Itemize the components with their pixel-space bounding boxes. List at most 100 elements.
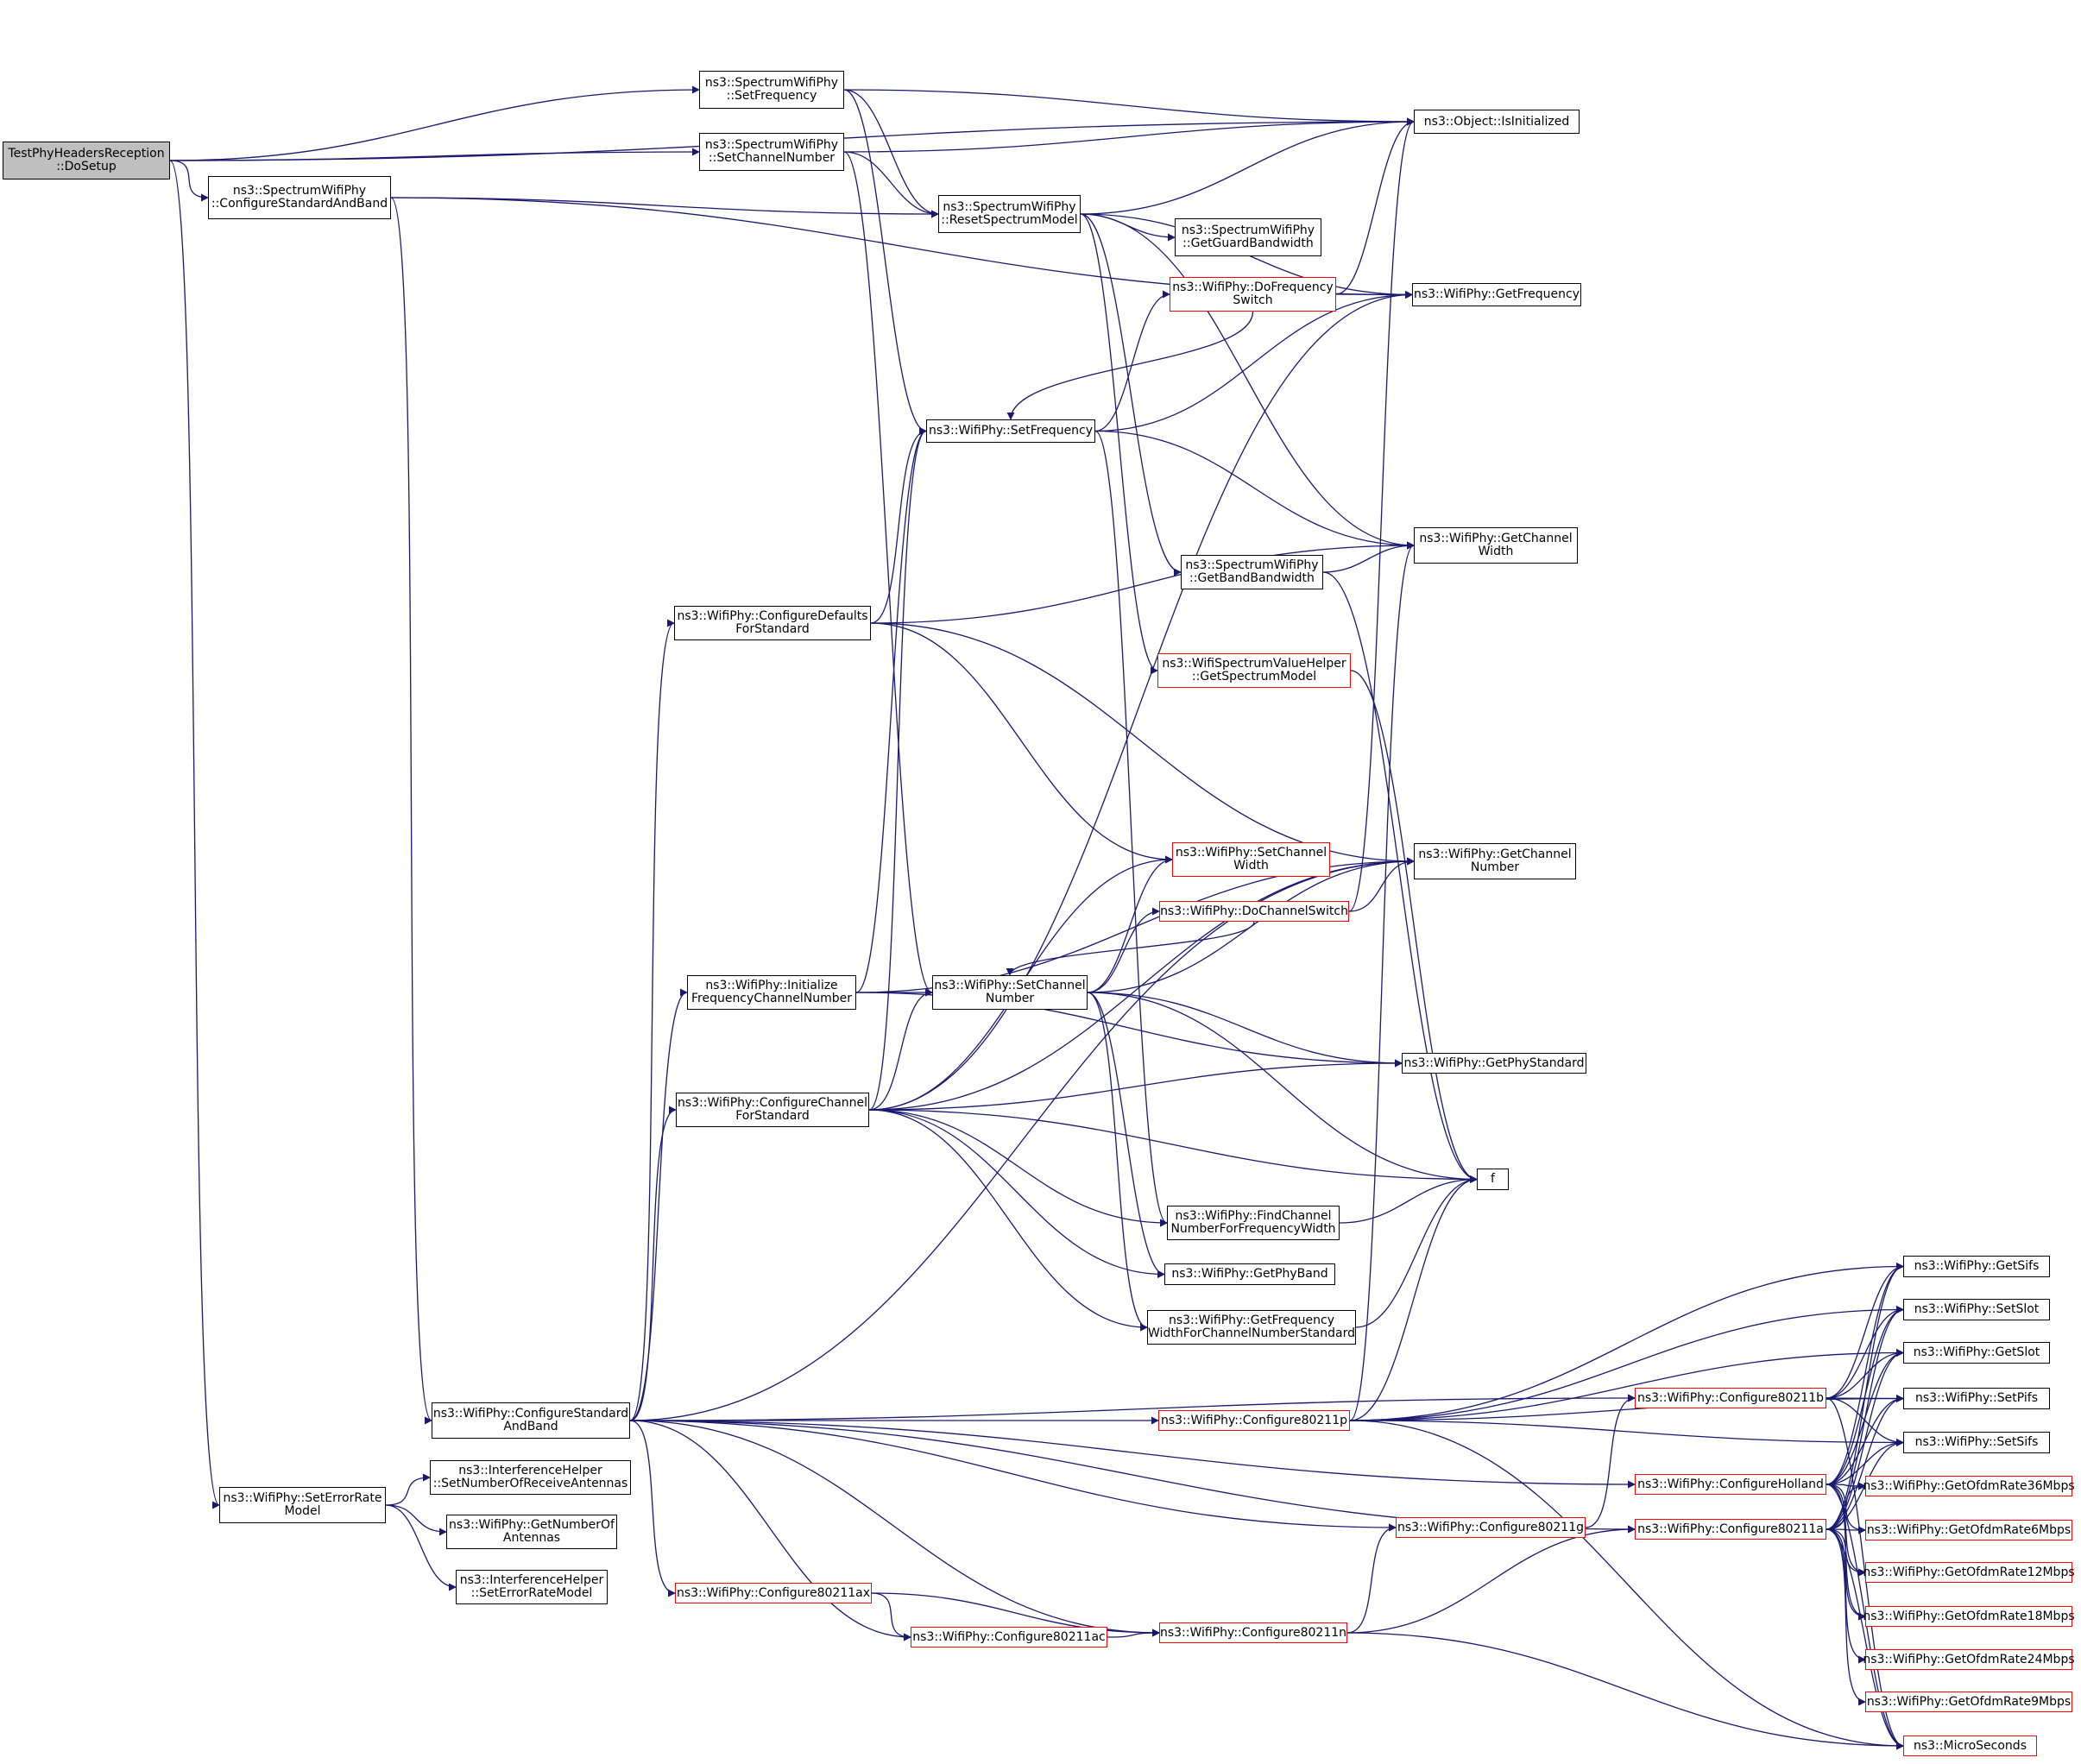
call-edge-wp-cfg80211b-to-wp-getsifs bbox=[1826, 1263, 1904, 1399]
call-edge-sw-setfreq-to-wp-setfreq bbox=[843, 89, 927, 435]
graph-node-label: ns3::WifiPhy::SetSifs bbox=[1915, 1436, 2039, 1449]
graph-node-wp-setslot[interactable]: ns3::WifiPhy::SetSlot bbox=[1903, 1299, 2050, 1320]
call-edge-wp-cfg80211n-to-wp-cfg80211a bbox=[1346, 1525, 1636, 1634]
call-edge-wp-initfreqch-to-wp-setfreq bbox=[855, 427, 927, 993]
graph-node-label-line: ns3::WifiPhy::GetOfdmRate36Mbps bbox=[1863, 1478, 2075, 1493]
graph-node-label: ns3::WifiPhy::Configure80211g bbox=[1397, 1521, 1584, 1534]
graph-node-ofdm24[interactable]: ns3::WifiPhy::GetOfdmRate24Mbps bbox=[1863, 1649, 2075, 1670]
graph-node-wp-getphyband[interactable]: ns3::WifiPhy::GetPhyBand bbox=[1164, 1263, 1335, 1285]
graph-node-sw-resetsm[interactable]: ns3::SpectrumWifiPhy::ResetSpectrumModel bbox=[938, 195, 1081, 233]
graph-node-label-line: ns3::WifiPhy::ConfigureDefaults bbox=[677, 609, 868, 623]
graph-node-label: f bbox=[1491, 1173, 1495, 1186]
call-edge-wp-cfgdefaults-to-wp-setchwidth bbox=[870, 622, 1173, 864]
graph-node-wp-cfg80211p[interactable]: ns3::WifiPhy::Configure80211p bbox=[1158, 1410, 1350, 1431]
graph-node-wp-cfg80211ac[interactable]: ns3::WifiPhy::Configure80211ac bbox=[911, 1627, 1107, 1647]
call-edge-wp-cfg80211ac-to-wp-cfg80211n bbox=[1107, 1629, 1160, 1638]
graph-node-wp-cfgholland[interactable]: ns3::WifiPhy::ConfigureHolland bbox=[1635, 1474, 1826, 1495]
graph-node-label-line: Antennas bbox=[502, 1531, 561, 1545]
call-edge-wp-findch-to-f bbox=[1339, 1175, 1478, 1224]
graph-node-wp-cfg80211b[interactable]: ns3::WifiPhy::Configure80211b bbox=[1635, 1388, 1826, 1408]
call-edge-wp-cfgchstd-to-wp-getfreq bbox=[868, 291, 1413, 1111]
graph-node-label-line: ns3::WifiPhy::ConfigureStandard bbox=[432, 1407, 629, 1421]
graph-node-wp-getslot[interactable]: ns3::WifiPhy::GetSlot bbox=[1903, 1342, 2050, 1364]
graph-node-microsec[interactable]: ns3::MicroSeconds bbox=[1903, 1736, 2037, 1756]
graph-node-label-line: NumberForFrequencyWidth bbox=[1170, 1222, 1336, 1236]
call-edge-wp-cfgdefaults-to-wp-setfreq bbox=[870, 427, 927, 624]
call-edge-wp-cfg80211p-to-wp-setslot bbox=[1349, 1306, 1904, 1421]
graph-node-sw-setfreq[interactable]: ns3::SpectrumWifiPhy::SetFrequency bbox=[699, 71, 844, 109]
graph-node-ofdm9[interactable]: ns3::WifiPhy::GetOfdmRate9Mbps bbox=[1865, 1692, 2072, 1712]
call-edge-wp-dochsw-to-wp-getchnum bbox=[1348, 857, 1415, 912]
graph-node-ofdm36[interactable]: ns3::WifiPhy::GetOfdmRate36Mbps bbox=[1863, 1476, 2075, 1496]
graph-node-label: ns3::WifiPhy::GetFrequency bbox=[1414, 288, 1580, 301]
call-edge-wp-getfreqwidth-to-f bbox=[1355, 1175, 1478, 1328]
call-edge-wp-cfg80211n-to-microsec bbox=[1346, 1632, 1904, 1750]
call-edge-wp-cfg80211a-to-wp-setslot bbox=[1826, 1306, 1904, 1530]
graph-node-label: ns3::SpectrumWifiPhy::GetBandBandwidth bbox=[1185, 559, 1318, 585]
graph-node-label: ns3::SpectrumWifiPhy::ConfigureStandardA… bbox=[211, 185, 388, 211]
call-edge-sw-setfreq-to-obj-isinit bbox=[843, 89, 1415, 126]
graph-node-obj-isinit[interactable]: ns3::Object::IsInitialized bbox=[1414, 110, 1580, 134]
call-edge-wp-cfgstdband-to-wp-cfg80211g bbox=[629, 1420, 1397, 1532]
graph-node-sw-getbandbw[interactable]: ns3::SpectrumWifiPhy::GetBandBandwidth bbox=[1181, 555, 1323, 589]
graph-node-ih-setnumrx[interactable]: ns3::InterferenceHelper::SetNumberOfRece… bbox=[430, 1460, 631, 1495]
graph-node-ih-seterrrate[interactable]: ns3::InterferenceHelper::SetErrorRateMod… bbox=[456, 1570, 608, 1604]
graph-node-label: ns3::WifiPhy::Configure80211n bbox=[1159, 1625, 1347, 1640]
graph-node-label: ns3::SpectrumWifiPhy::ResetSpectrumModel bbox=[941, 201, 1077, 227]
graph-node-wp-setpifs[interactable]: ns3::WifiPhy::SetPifs bbox=[1903, 1388, 2050, 1409]
call-edge-wp-cfg80211n-to-wp-cfg80211g bbox=[1346, 1523, 1397, 1634]
graph-node-wp-cfg80211n[interactable]: ns3::WifiPhy::Configure80211n bbox=[1159, 1622, 1347, 1643]
graph-node-f[interactable]: f bbox=[1477, 1169, 1509, 1190]
graph-node-wp-setfreq[interactable]: ns3::WifiPhy::SetFrequency bbox=[926, 419, 1095, 443]
call-edge-wp-cfgstdband-to-wp-cfgchstd bbox=[629, 1106, 677, 1421]
call-edge-sw-getbandbw-to-wp-getchwidth bbox=[1322, 541, 1415, 573]
graph-node-wp-cfg80211ax[interactable]: ns3::WifiPhy::Configure80211ax bbox=[675, 1583, 872, 1603]
graph-node-label-line: AndBand bbox=[503, 1420, 558, 1433]
graph-node-ofdm12[interactable]: ns3::WifiPhy::GetOfdmRate12Mbps bbox=[1863, 1562, 2075, 1583]
graph-node-label: ns3::WifiPhy::ConfigureHolland bbox=[1637, 1477, 1824, 1491]
call-edge-wp-dochsw-to-wp-setchnum bbox=[1006, 921, 1255, 976]
graph-node-wp-dochsw[interactable]: ns3::WifiPhy::DoChannelSwitch bbox=[1159, 901, 1349, 922]
graph-node-wp-cfg80211a[interactable]: ns3::WifiPhy::Configure80211a bbox=[1635, 1519, 1826, 1540]
graph-node-label-line: ns3::WifiPhy::GetNumberOf bbox=[449, 1518, 615, 1532]
graph-node-sw-configstd[interactable]: ns3::SpectrumWifiPhy::ConfigureStandardA… bbox=[208, 176, 391, 219]
graph-node-wp-getphystd[interactable]: ns3::WifiPhy::GetPhyStandard bbox=[1402, 1053, 1586, 1074]
graph-node-label: ns3::WifiPhy::GetSifs bbox=[1914, 1260, 2040, 1273]
graph-node-ofdm18[interactable]: ns3::WifiPhy::GetOfdmRate18Mbps bbox=[1863, 1606, 2075, 1627]
graph-node-sw-setchnum[interactable]: ns3::SpectrumWifiPhy::SetChannelNumber bbox=[699, 133, 844, 171]
graph-node-wsvh-getsm[interactable]: ns3::WifiSpectrumValueHelper::GetSpectru… bbox=[1157, 653, 1351, 688]
graph-node-wp-getfreq[interactable]: ns3::WifiPhy::GetFrequency bbox=[1412, 283, 1581, 306]
graph-node-label: ns3::WifiPhy::Configure80211p bbox=[1161, 1414, 1347, 1427]
graph-node-sw-guardbw[interactable]: ns3::SpectrumWifiPhy::GetGuardBandwidth bbox=[1175, 218, 1321, 256]
graph-node-label-line: ns3::WifiPhy::Configure80211n bbox=[1159, 1625, 1347, 1640]
graph-node-wp-cfg80211g[interactable]: ns3::WifiPhy::Configure80211g bbox=[1396, 1517, 1586, 1538]
graph-node-label-line: ::GetSpectrumModel bbox=[1191, 670, 1317, 684]
graph-node-label-line: ns3::SpectrumWifiPhy bbox=[704, 138, 839, 152]
graph-node-dosetup: TestPhyHeadersReception::DoSetup bbox=[3, 142, 170, 180]
graph-node-wp-setsifs[interactable]: ns3::WifiPhy::SetSifs bbox=[1903, 1432, 2050, 1453]
graph-node-wp-getsifs[interactable]: ns3::WifiPhy::GetSifs bbox=[1903, 1256, 2050, 1277]
graph-node-label-line: ns3::SpectrumWifiPhy bbox=[704, 76, 839, 90]
call-edge-wp-cfgstdband-to-wp-cfg80211ac bbox=[629, 1420, 911, 1641]
call-edge-wp-cfgchstd-to-wp-setfreq bbox=[868, 427, 927, 1111]
graph-node-label-line: ns3::WifiPhy::GetFrequency bbox=[1168, 1314, 1335, 1327]
graph-node-ofdm6[interactable]: ns3::WifiPhy::GetOfdmRate6Mbps bbox=[1865, 1520, 2072, 1540]
call-edge-wp-setfreq-to-wp-getchwidth bbox=[1094, 430, 1415, 550]
call-edge-wp-setchnum-to-wp-getfreqwidth bbox=[1087, 992, 1148, 1332]
